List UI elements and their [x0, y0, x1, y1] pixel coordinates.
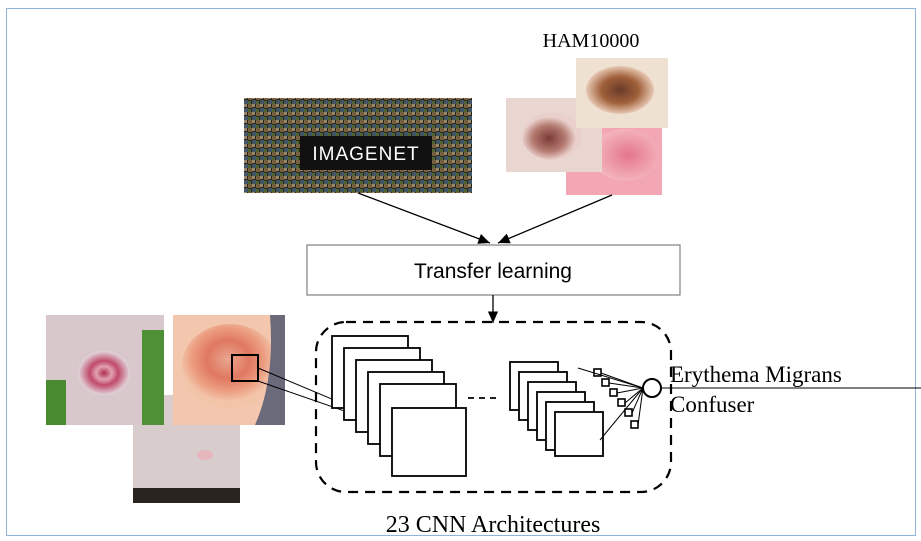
output-node — [642, 378, 662, 398]
fully-connected-layer — [593, 368, 639, 429]
imagenet-image: IMAGENET — [244, 98, 472, 193]
arrow-ham-to-transfer — [497, 194, 613, 244]
feature-map-stack-large — [331, 335, 467, 477]
output-label-confuser: Confuser — [670, 392, 755, 417]
fc-connections — [577, 367, 644, 441]
ham10000-images — [506, 58, 668, 195]
transfer-learning-label: Transfer learning — [414, 260, 572, 283]
dataset-label: HAM10000 — [543, 30, 640, 52]
feature-map-stack-small — [509, 361, 604, 457]
input-images — [46, 315, 285, 503]
imagenet-logo: IMAGENET — [312, 144, 419, 165]
arrow-imagenet-to-transfer — [357, 192, 491, 244]
transfer-learning-box: Transfer learning — [306, 244, 681, 296]
cnn-architectures-container — [314, 320, 673, 494]
output-label-erythema-migrans: Erythema Migrans — [670, 362, 842, 387]
cnn-architectures-label: 23 CNN Architectures — [386, 512, 601, 538]
